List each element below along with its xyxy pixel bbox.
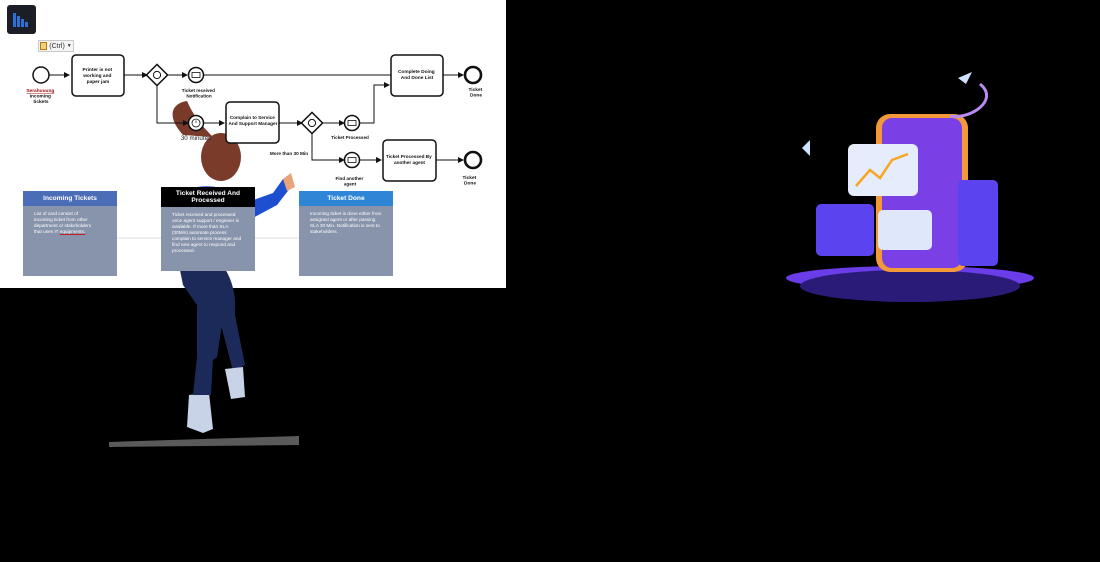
shoe-left [187, 393, 213, 433]
envelope-icon [347, 157, 357, 163]
end-event-bottom[interactable] [463, 150, 483, 170]
arrow-icon [802, 140, 810, 156]
card-body: Ticket received and processed once agent… [172, 212, 242, 253]
task-printer[interactable] [71, 54, 125, 97]
gateway-1[interactable] [145, 63, 169, 87]
card-body: List of card consist of incoming ticket … [34, 211, 92, 234]
shoe-right [225, 367, 245, 399]
end-bottom-label: Ticket Done [462, 175, 477, 187]
task-complete-label: Complete Doing And Done List [398, 69, 436, 81]
bpmn-diagram: Serahuuung Incoming tickets Printer is n… [26, 54, 483, 239]
pants-right-leg [209, 255, 245, 371]
platform-shadow [800, 270, 1020, 302]
hand [283, 173, 295, 191]
start-event[interactable] [32, 66, 50, 84]
decorative-curve [949, 82, 988, 119]
task-complain-label: Complain to Service And Support Manager [229, 115, 278, 126]
event-find-agent[interactable] [343, 151, 361, 169]
card-incoming-tickets[interactable]: Incoming Tickets List of card consist of… [23, 191, 117, 276]
timer-label: 30 minutes [181, 135, 211, 142]
end-event-top[interactable] [463, 65, 483, 85]
floor-shadow [109, 436, 299, 447]
task-printer-label: Printer is not working and paper jam [82, 67, 113, 85]
card-title: Ticket Received And Processed [161, 187, 255, 207]
list-card-center [878, 210, 932, 250]
card-ticket-done[interactable]: Ticket Done Incoming ticket is done eith… [299, 191, 393, 276]
chevron-down-icon: ▼ [66, 43, 72, 49]
event-ticket-received-label: Ticket received Notification [182, 88, 216, 99]
event-ticket-received[interactable] [187, 66, 205, 84]
list-card-left [816, 204, 874, 256]
hair [201, 133, 241, 181]
card-title: Incoming Tickets [23, 191, 117, 206]
bpmn-diagram-panel: Serahuuung Incoming tickets Printer is n… [0, 0, 506, 288]
gateway-2[interactable] [300, 111, 324, 135]
raised-arm [245, 175, 291, 219]
envelope-icon [191, 72, 201, 78]
card-ticket-received-processed[interactable]: Ticket Received And Processed Ticket rec… [161, 187, 255, 271]
event-ticket-processed-label: Ticket Processed [331, 135, 369, 140]
lower-leg-left [193, 357, 213, 395]
event-find-agent-label: Find another agent [335, 176, 364, 187]
card-body: Incoming ticket is done either from assi… [310, 211, 382, 234]
event-ticket-processed[interactable] [343, 114, 361, 132]
task-processed-by[interactable] [382, 139, 437, 182]
gateway-2-marker-icon [307, 118, 317, 128]
task-complain[interactable] [225, 101, 280, 144]
gateway-1-marker-icon [152, 70, 162, 80]
clipboard-icon [40, 42, 48, 50]
phone-dashboard-illustration [786, 72, 1034, 302]
paper-plane-icon [958, 72, 972, 84]
chart-card [848, 144, 918, 196]
ctrl-label: (Ctrl) [49, 42, 65, 50]
card-title: Ticket Done [299, 191, 393, 206]
more-than-label: More than 30 Min [270, 151, 308, 156]
task-processed-by-label: Ticket Processed By another agent [386, 154, 433, 165]
chart-trend-line [855, 152, 909, 187]
task-complete[interactable] [390, 54, 444, 97]
clock-icon [191, 118, 201, 128]
start-label: Serahuuung Incoming tickets [26, 88, 55, 105]
end-top-label: Ticket Done [468, 87, 483, 99]
paste-options-button[interactable]: (Ctrl) ▼ [38, 40, 74, 52]
app-logo-icon[interactable] [7, 5, 36, 34]
envelope-icon [347, 120, 357, 126]
list-card-right [958, 180, 998, 266]
